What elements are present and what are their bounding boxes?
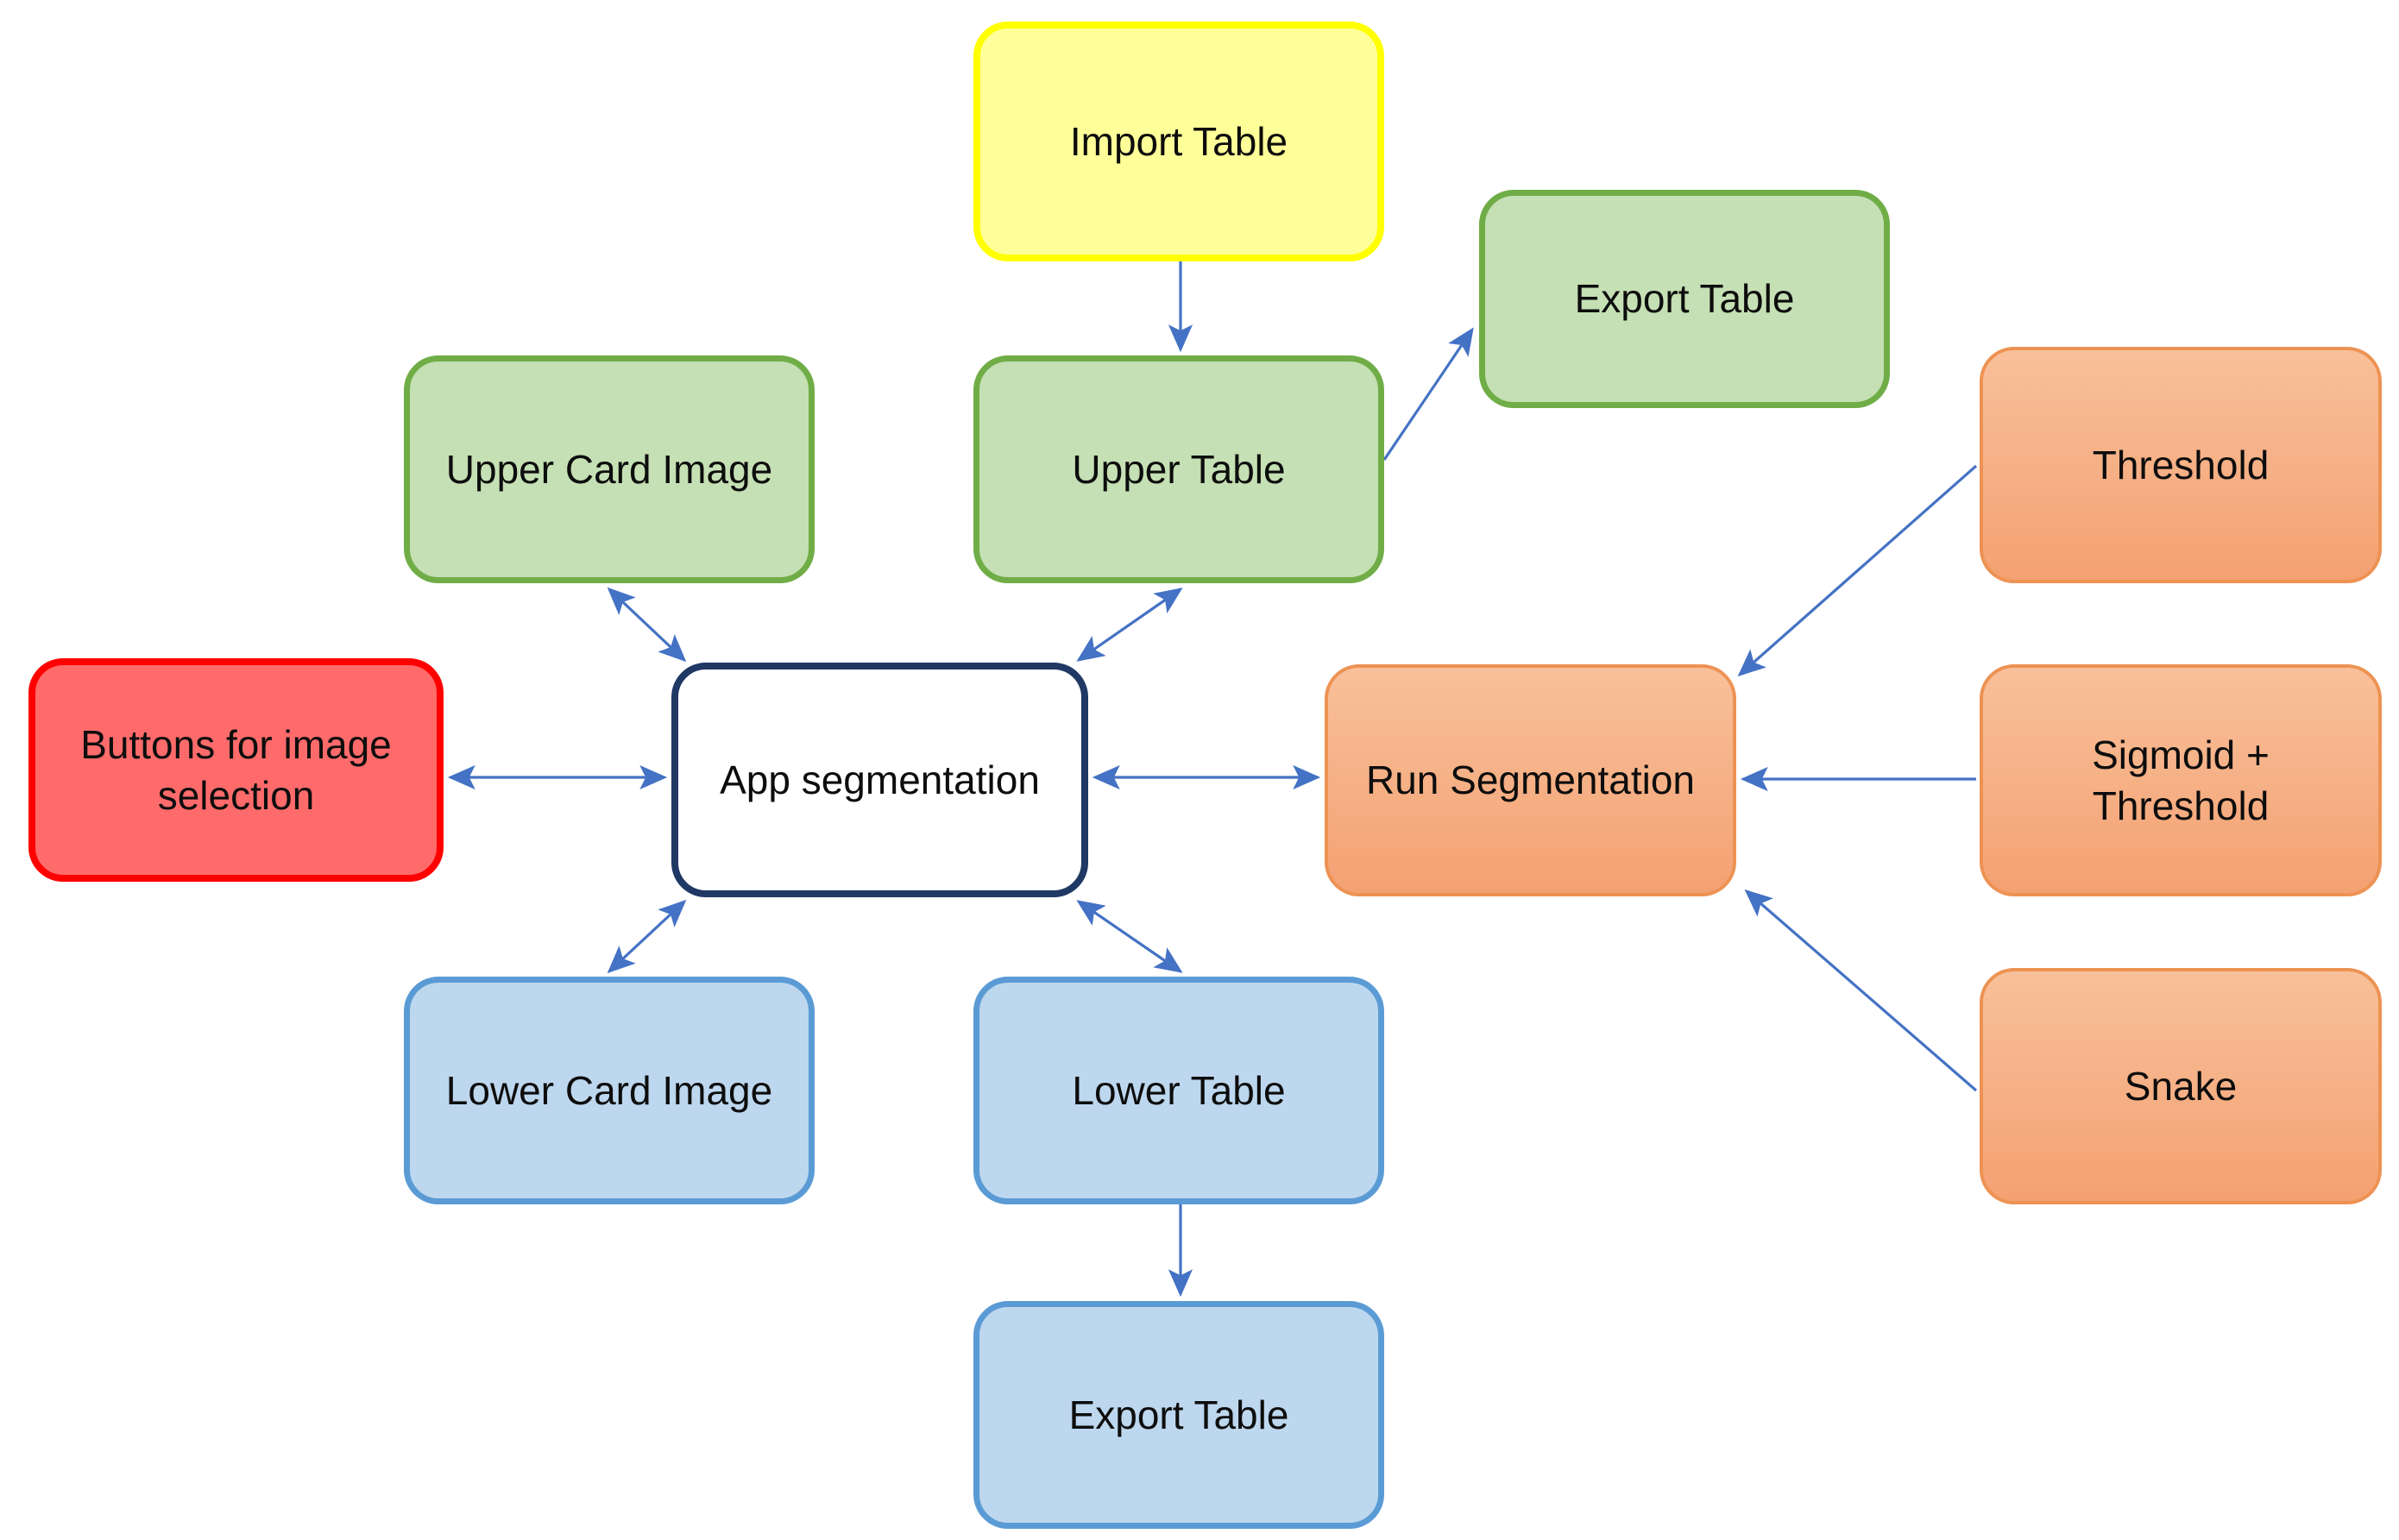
edge-e-snake-run — [1744, 889, 1978, 1092]
node-label-sigmoid_threshold: Sigmoid + Threshold — [2092, 732, 2270, 828]
node-app_segmentation[interactable]: App segmentation — [671, 663, 1088, 897]
node-label-lower_table: Lower Table — [1072, 1067, 1286, 1113]
node-lower_table[interactable]: Lower Table — [973, 977, 1384, 1204]
node-label-import_table: Import Table — [1069, 118, 1288, 164]
node-label-buttons_image_selection: Buttons for image selection — [80, 721, 392, 818]
node-label-export_table_lower: Export Table — [1068, 1392, 1289, 1437]
node-upper_table[interactable]: Upper Table — [973, 355, 1384, 583]
node-snake[interactable]: Snake — [1980, 968, 2382, 1204]
edge-e-threshold-run — [1737, 464, 1978, 677]
node-label-upper_table: Upper Table — [1072, 446, 1286, 492]
node-label-export_table_upper: Export Table — [1574, 276, 1795, 322]
node-buttons_image_selection[interactable]: Buttons for image selection — [28, 658, 444, 882]
node-export_table_upper[interactable]: Export Table — [1479, 190, 1890, 408]
node-export_table_lower[interactable]: Export Table — [973, 1301, 1384, 1529]
node-threshold[interactable]: Threshold — [1980, 347, 2382, 583]
node-import_table[interactable]: Import Table — [973, 22, 1384, 261]
node-sigmoid_threshold[interactable]: Sigmoid + Threshold — [1980, 664, 2382, 896]
node-lower_card_image[interactable]: Lower Card Image — [404, 977, 815, 1204]
edge-e-app-lower-table — [1076, 900, 1183, 973]
node-label-run_segmentation: Run Segmentation — [1365, 757, 1696, 803]
node-run_segmentation[interactable]: Run Segmentation — [1325, 664, 1736, 896]
node-label-snake: Snake — [2124, 1063, 2238, 1109]
edge-e-app-lower-card — [607, 899, 687, 974]
node-upper_card_image[interactable]: Upper Card Image — [404, 355, 815, 583]
node-label-lower_card_image: Lower Card Image — [445, 1067, 773, 1113]
edge-e-upper-table-export — [1382, 327, 1474, 461]
node-label-app_segmentation: App segmentation — [720, 757, 1040, 802]
edge-e-app-upper-card — [607, 587, 687, 663]
node-label-upper_card_image: Upper Card Image — [445, 446, 773, 492]
node-label-threshold: Threshold — [2092, 442, 2270, 487]
edge-e-app-upper-table — [1076, 588, 1183, 662]
